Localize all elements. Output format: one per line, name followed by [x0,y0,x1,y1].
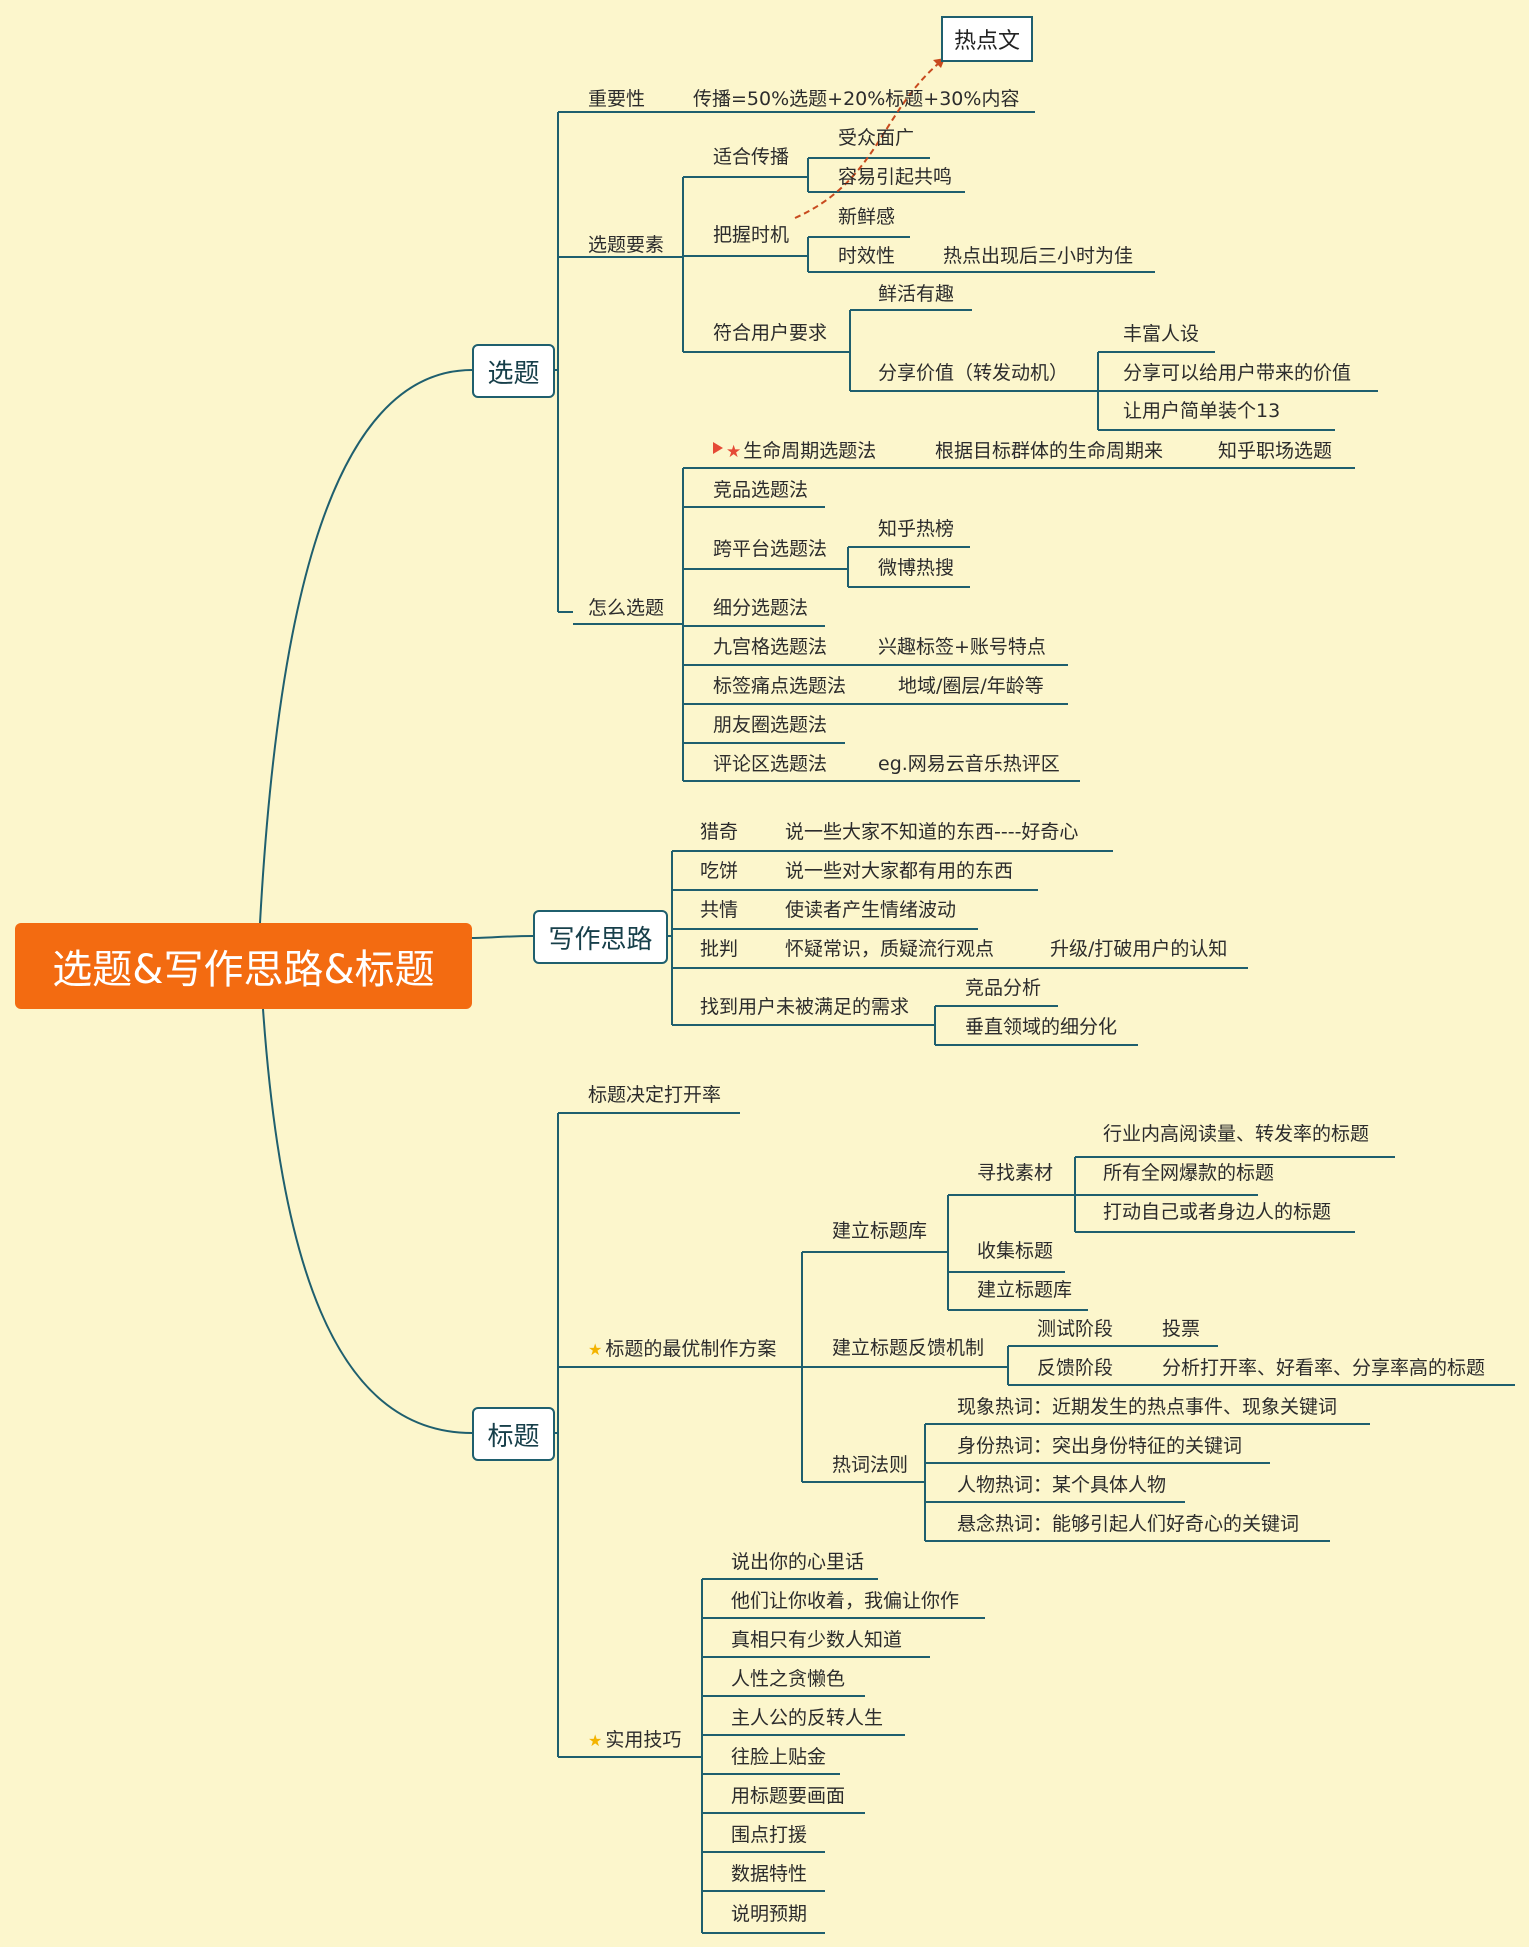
node-hot-2[interactable]: 身份热词：突出身份特征的关键词 [957,1435,1243,1457]
node-segment[interactable]: 细分选题法 [713,597,809,619]
node-competitor-analysis[interactable]: 竞品分析 [965,977,1042,999]
node-user-req[interactable]: 符合用户要求 [713,322,828,344]
node-find-2[interactable]: 所有全网爆款的标题 [1103,1162,1275,1184]
node-find-1[interactable]: 行业内高阅读量、转发率的标题 [1103,1123,1370,1145]
node-feedback-phase[interactable]: 反馈阶段 [1037,1357,1114,1379]
node-zhihu[interactable]: 知乎热榜 [878,518,955,540]
node-empathy[interactable]: 共情 [700,899,739,921]
node-timing[interactable]: 把握时机 [713,224,790,246]
red-star-icon: ★ [726,442,742,462]
node-value[interactable]: 分享可以给用户带来的价值 [1123,362,1352,384]
node-tip-7[interactable]: 用标题要画面 [731,1785,846,1807]
star-icon: ★ [588,1340,603,1359]
node-curiosity-detail[interactable]: 说一些大家不知道的东西----好奇心 [785,821,1079,843]
node-find-3[interactable]: 打动自己或者身边人的标题 [1103,1201,1332,1223]
node-collect[interactable]: 收集标题 [977,1240,1054,1262]
node-tip-5[interactable]: 主人公的反转人生 [731,1707,884,1729]
node-vertical-segment[interactable]: 垂直领域的细分化 [965,1016,1118,1038]
node-timely-detail[interactable]: 热点出现后三小时为佳 [943,245,1134,267]
node-tag[interactable]: 标签痛点选题法 [713,675,847,697]
node-resonance[interactable]: 容易引起共鸣 [838,166,953,188]
node-critique-upgrade[interactable]: 升级/打破用户的认知 [1050,938,1228,960]
node-tip-9[interactable]: 数据特性 [731,1863,808,1885]
node-tip-2[interactable]: 他们让你收着，我偏让你作 [731,1590,960,1612]
flag-icon [713,442,723,454]
topic-xuanti[interactable]: 选题 [472,344,555,398]
node-competitor[interactable]: 竞品选题法 [713,479,809,501]
node-how[interactable]: 怎么选题 [588,597,665,619]
node-open-rate[interactable]: 标题决定打开率 [588,1084,722,1106]
node-fresh[interactable]: 新鲜感 [838,206,896,228]
topic-title[interactable]: 标题 [472,1407,555,1461]
node-elements[interactable]: 选题要素 [588,234,665,256]
node-tip-8[interactable]: 围点打援 [731,1824,808,1846]
node-feedback[interactable]: 建立标题反馈机制 [832,1337,985,1359]
node-useful-detail[interactable]: 说一些对大家都有用的东西 [785,860,1014,882]
node-critique[interactable]: 批判 [700,938,739,960]
node-audience[interactable]: 受众面广 [838,127,915,149]
floating-topic-hot-article[interactable]: 热点文 [941,16,1033,62]
node-importance-detail[interactable]: 传播=50%选题+20%标题+30%内容 [693,88,1020,110]
node-lifecycle[interactable]: ★生命周期选题法 [713,442,876,461]
node-comment[interactable]: 评论区选题法 [713,753,828,775]
node-empathy-detail[interactable]: 使读者产生情绪波动 [785,899,957,921]
node-moments[interactable]: 朋友圈选题法 [713,714,828,736]
node-build-lib-2[interactable]: 建立标题库 [977,1279,1073,1301]
node-test-phase[interactable]: 测试阶段 [1037,1318,1114,1340]
node-weibo[interactable]: 微博热搜 [878,557,955,579]
node-tip-6[interactable]: 往脸上贴金 [731,1746,827,1768]
node-tip-1[interactable]: 说出你的心里话 [731,1551,865,1573]
node-lifecycle-detail[interactable]: 根据目标群体的生命周期来 [935,440,1164,462]
node-find-material[interactable]: 寻找素材 [977,1162,1054,1184]
node-hot-4[interactable]: 悬念热词：能够引起人们好奇心的关键词 [957,1513,1300,1535]
node-test-vote[interactable]: 投票 [1162,1318,1201,1340]
node-share-value[interactable]: 分享价值（转发动机） [878,362,1069,384]
node-timely[interactable]: 时效性 [838,245,896,267]
node-tip-3[interactable]: 真相只有少数人知道 [731,1629,903,1651]
node-grid[interactable]: 九宫格选题法 [713,636,828,658]
node-tag-detail[interactable]: 地域/圈层/年龄等 [898,675,1044,697]
node-unmet-needs[interactable]: 找到用户未被满足的需求 [700,996,910,1018]
node-best-solution[interactable]: ★标题的最优制作方案 [588,1340,776,1359]
node-comment-detail[interactable]: eg.网易云音乐热评区 [878,753,1060,775]
node-hot-3[interactable]: 人物热词：某个具体人物 [957,1474,1167,1496]
node-grid-detail[interactable]: 兴趣标签+账号特点 [878,636,1046,658]
node-build-lib[interactable]: 建立标题库 [832,1220,928,1242]
node-persona[interactable]: 丰富人设 [1123,323,1200,345]
node-tips-label: 实用技巧 [605,1729,682,1751]
node-lively[interactable]: 鲜活有趣 [878,283,955,305]
node-hot-words[interactable]: 热词法则 [832,1454,909,1476]
node-importance[interactable]: 重要性 [588,88,646,110]
star-icon: ★ [588,1731,603,1750]
node-pretend[interactable]: 让用户简单装个13 [1123,400,1281,422]
node-tip-10[interactable]: 说明预期 [731,1903,808,1925]
node-best-solution-label: 标题的最优制作方案 [605,1338,777,1360]
node-hot-1[interactable]: 现象热词：近期发生的热点事件、现象关键词 [957,1396,1338,1418]
node-tips[interactable]: ★实用技巧 [588,1731,681,1750]
node-feedback-detail[interactable]: 分析打开率、好看率、分享率高的标题 [1162,1357,1486,1379]
node-tip-4[interactable]: 人性之贪懒色 [731,1668,846,1690]
root-topic[interactable]: 选题&写作思路&标题 [15,923,472,1009]
node-lifecycle-label: 生命周期选题法 [743,440,877,462]
node-spread[interactable]: 适合传播 [713,146,790,168]
node-critique-detail[interactable]: 怀疑常识，质疑流行观点 [785,938,995,960]
node-lifecycle-example[interactable]: 知乎职场选题 [1218,440,1333,462]
node-useful[interactable]: 吃饼 [700,860,739,882]
node-curiosity[interactable]: 猎奇 [700,821,739,843]
topic-writing[interactable]: 写作思路 [533,910,668,964]
node-crossplatform[interactable]: 跨平台选题法 [713,538,828,560]
